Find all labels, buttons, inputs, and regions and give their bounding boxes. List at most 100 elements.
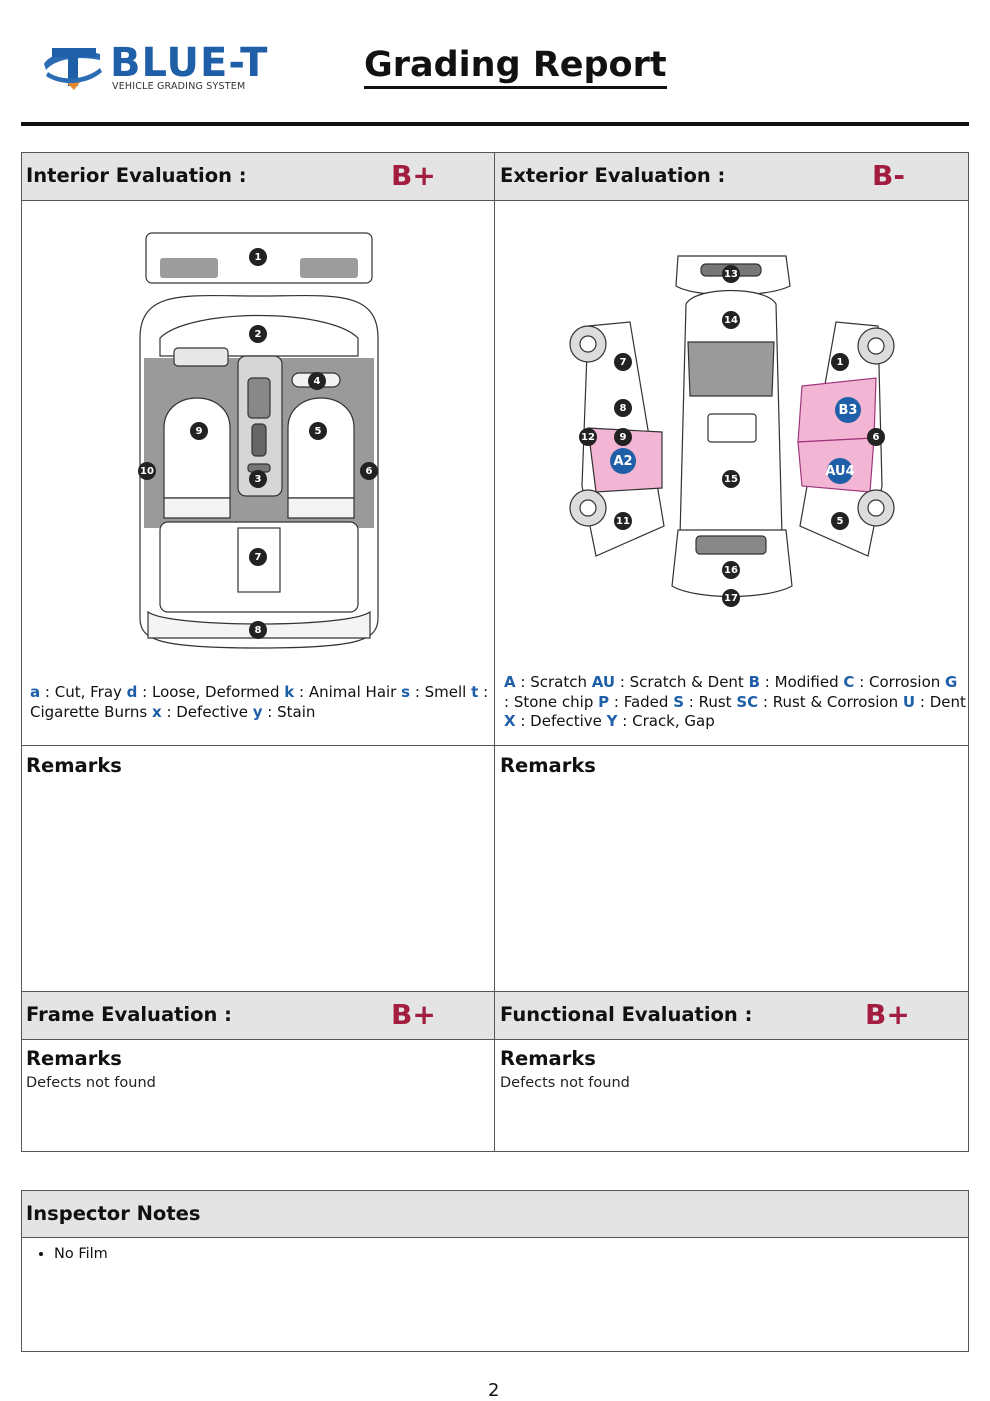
exterior-legend-text: : Crack, Gap [617,712,715,730]
exterior-legend-text: : Stone chip [504,692,599,711]
inspector-notes-label: Inspector Notes [26,1202,201,1225]
interior-remarks-label: Remarks [26,754,122,777]
logo-tagline: VEHICLE GRADING SYSTEM [112,81,246,92]
exterior-legend-text: : Faded [609,692,674,711]
exterior-legend-code: X [504,712,516,730]
exterior-marker-9: 9 [614,428,632,446]
frame-remarks-text: Defects not found [26,1075,156,1091]
exterior-marker-15: 15 [722,470,740,488]
interior-legend-code: t [471,683,479,701]
interior-evaluation-label: Interior Evaluation : [26,164,247,187]
exterior-marker-6: 6 [867,428,885,446]
grid-center-divider [494,152,495,1152]
exterior-legend-text: : Defective [515,712,607,730]
interior-legend-text: : Cigarette Burns [30,683,489,721]
exterior-legend-code: SC [736,692,759,711]
interior-legend-text: : Smell [410,683,472,701]
interior-cabin-diagram [139,232,379,649]
frame-remarks-label: Remarks [26,1047,122,1070]
exterior-grade: B- [872,159,905,192]
exterior-marker-13: 13 [722,265,740,283]
interior-legend-text: : Cut, Fray [40,683,127,701]
exterior-legend-text: : Scratch [515,673,592,691]
interior-grade: B+ [391,159,436,192]
interior-legend-code: a [30,683,41,701]
interior-legend-text: : Loose, Deformed [137,683,285,701]
top-header-band [22,153,968,200]
frame-evaluation-label: Frame Evaluation : [26,1003,232,1026]
functional-evaluation-label: Functional Evaluation : [500,1003,753,1026]
exterior-damage-a2: A2 [610,448,636,474]
interior-marker-7: 7 [249,548,267,566]
interior-legend-code: x [151,702,162,721]
interior-marker-1: 1 [249,248,267,266]
exterior-legend-code: Y [606,712,618,730]
exterior-legend-text: : Dent [915,692,966,711]
interior-legend-code: s [401,683,411,701]
exterior-marker-7: 7 [614,353,632,371]
interior-legend-text: : Defective [161,702,253,721]
inspector-notes-box [21,1190,969,1352]
inspector-note-item: No Film [54,1246,108,1262]
exterior-marker-8: 8 [614,399,632,417]
exterior-legend-text: : Corrosion [854,673,946,691]
grid-rule [21,200,969,201]
functional-remarks-text: Defects not found [500,1075,630,1091]
interior-marker-4: 4 [308,372,326,390]
grid-rule [21,991,969,992]
interior-marker-3: 3 [249,470,267,488]
exterior-marker-17: 17 [722,589,740,607]
functional-remarks-label: Remarks [500,1047,596,1070]
exterior-marker-14: 14 [722,311,740,329]
brand-logo: BLUE-T VEHICLE GRADING SYSTEM [40,40,285,94]
exterior-legend-code: A [504,673,516,691]
exterior-remarks-label: Remarks [500,754,596,777]
exterior-marker-11: 11 [614,512,632,530]
functional-grade: B+ [865,998,910,1031]
interior-marker-10: 10 [138,462,156,480]
logo-t-icon [44,48,102,90]
page-number: 2 [488,1380,500,1401]
interior-legend-text: : Animal Hair [294,683,402,701]
exterior-legend-text: : Modified [760,673,844,691]
exterior-damage-au4: AU4 [825,458,855,484]
exterior-legend-text: : Scratch & Dent [615,673,749,691]
exterior-legend-code: U [902,692,916,711]
grid-rule [21,745,969,746]
interior-marker-6: 6 [360,462,378,480]
exterior-marker-12: 12 [579,428,597,446]
exterior-legend-code: AU [591,673,616,691]
interior-legend: a : Cut, Fray d : Loose, Deformed k : An… [30,683,490,722]
header-divider [21,122,969,126]
interior-legend-code: d [126,683,138,701]
exterior-legend-code: G [945,673,958,691]
interior-legend-text: : Stain [262,702,316,721]
exterior-evaluation-label: Exterior Evaluation : [500,164,726,187]
exterior-legend-text: : Rust & Corrosion [758,692,903,711]
interior-legend-code: k [284,683,295,701]
interior-marker-9: 9 [190,422,208,440]
interior-marker-5: 5 [309,422,327,440]
evaluation-grid [21,152,969,1152]
bottom-header-band [22,992,968,1039]
inspector-notes-list: No Film [24,1246,108,1262]
frame-grade: B+ [391,998,436,1031]
exterior-damage-b3: B3 [835,397,861,423]
exterior-legend-text: : Rust [684,692,737,711]
page-title: Grading Report [364,44,667,89]
exterior-marker-1: 1 [831,353,849,371]
exterior-legend-code: C [843,673,855,691]
interior-marker-2: 2 [249,325,267,343]
inspector-notes-header [22,1191,968,1238]
exterior-legend: A : Scratch AU : Scratch & Dent B : Modi… [504,673,966,732]
exterior-marker-5: 5 [831,512,849,530]
interior-legend-code: y [252,702,263,721]
exterior-legend-code: B [748,673,761,691]
exterior-marker-16: 16 [722,561,740,579]
logo-wordmark: BLUE-T [110,40,269,86]
grid-rule [21,1039,969,1040]
exterior-legend-code: P [598,692,610,711]
exterior-car-diagram [569,255,895,598]
exterior-legend-code: S [673,692,685,711]
interior-marker-8: 8 [249,621,267,639]
